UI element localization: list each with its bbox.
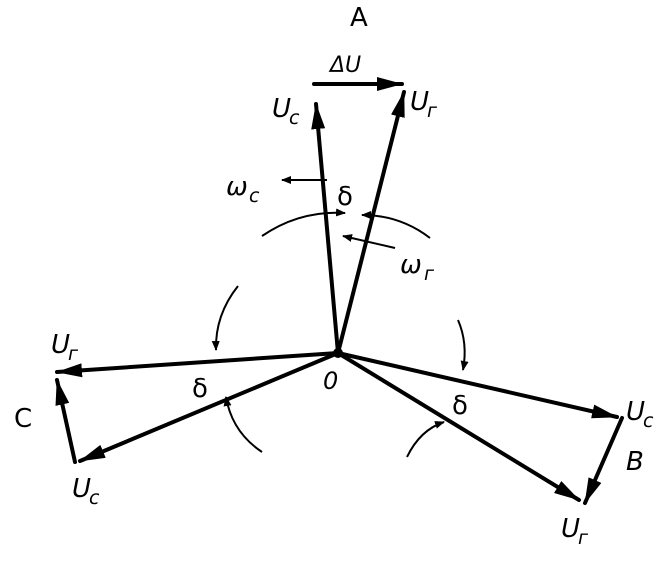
delta-c-arc-top <box>211 285 239 351</box>
svg-text:c: c <box>89 487 100 509</box>
svg-text:ω: ω <box>400 250 422 280</box>
svg-text:c: c <box>249 185 260 207</box>
svg-text:г: г <box>578 527 589 549</box>
label-origin: 0 <box>323 367 338 395</box>
svg-text:г: г <box>424 263 435 285</box>
svg-text:г: г <box>427 100 438 122</box>
label-delta-u: ΔU <box>328 53 361 78</box>
svg-text:U: U <box>51 330 70 360</box>
label-delta-a: δ <box>337 182 353 212</box>
label-delta-c: δ <box>192 374 208 404</box>
vector-ug-c <box>55 351 340 378</box>
svg-text:U: U <box>72 474 91 504</box>
vector-uc-b <box>336 351 619 419</box>
label-phase-c: C <box>14 404 32 434</box>
omega-g-pointer <box>342 234 396 249</box>
svg-text:ω: ω <box>226 172 248 202</box>
vector-ug-a <box>336 90 406 355</box>
vector-uc-c <box>78 351 340 463</box>
label-ug-a: U г <box>410 87 438 122</box>
svg-text:г: г <box>68 343 79 365</box>
label-omega-g: ω г <box>400 250 435 285</box>
svg-text:c: c <box>643 410 654 432</box>
label-phase-a: A <box>350 3 368 33</box>
label-ug-c: U г <box>51 330 79 365</box>
vector-ug-b <box>336 351 581 502</box>
delta-b-arc-top <box>457 319 469 371</box>
vector-delta-u-c <box>55 378 77 464</box>
delta-c-arc-bottom <box>223 396 263 453</box>
label-uc-b: U c <box>626 397 654 432</box>
vector-delta-u-b <box>583 416 624 505</box>
delta-b-arc-bottom <box>406 421 445 458</box>
svg-text:U: U <box>626 397 645 427</box>
svg-text:c: c <box>289 107 300 129</box>
label-ug-b: U г <box>561 514 589 549</box>
origin-point <box>333 348 343 358</box>
svg-text:U: U <box>410 87 429 117</box>
svg-text:U: U <box>561 514 580 544</box>
vector-uc-a <box>311 102 340 355</box>
label-omega-c: ω c <box>226 172 260 207</box>
label-uc-a: U c <box>272 94 300 129</box>
omega-g-arc <box>361 211 431 239</box>
svg-text:U: U <box>272 94 291 124</box>
label-delta-b: δ <box>452 391 468 421</box>
omega-c-arc <box>261 208 346 237</box>
label-phase-b: B <box>626 447 644 477</box>
label-uc-c: U c <box>72 474 100 509</box>
